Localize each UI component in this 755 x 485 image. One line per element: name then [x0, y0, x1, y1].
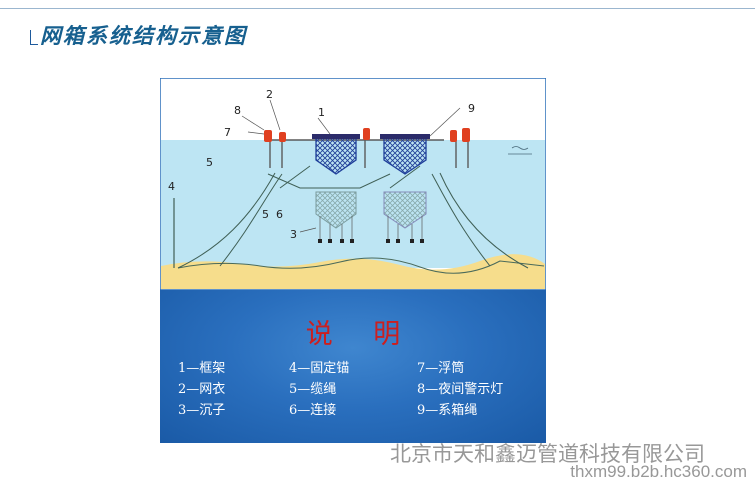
legend-item-anchor: 4—固定锚 — [289, 361, 350, 376]
legend-item-frame: 1—框架 — [178, 361, 226, 376]
seabed-sand — [161, 254, 545, 289]
callout-3-2: 3 — [290, 228, 297, 241]
callout-6-6: 6 — [276, 208, 283, 221]
watermark-url: thxm99.b2b.hc360.com — [570, 462, 747, 481]
callout-5-5: 5 — [262, 208, 269, 221]
top-divider — [0, 8, 755, 9]
legend-item-night-light: 8—夜间警示灯 — [417, 382, 504, 397]
seabed-line — [177, 257, 545, 274]
watermark-company: 北京市天和鑫迈管道科技有限公司 — [390, 443, 705, 466]
callout-5-4: 5 — [206, 156, 213, 169]
callout-9-9: 9 — [468, 102, 475, 115]
callout-1-0: 1 — [318, 106, 325, 119]
legend-title: 说 明 — [305, 319, 417, 350]
callout-7-7: 7 — [224, 126, 231, 139]
legend-item-connection: 6—连接 — [289, 403, 337, 418]
title-corner-mark — [30, 30, 38, 45]
net-cage-lower — [315, 191, 427, 240]
page-title: 网箱系统结构示意图 — [40, 23, 247, 48]
legend-item-cage-rope: 9—系箱绳 — [417, 403, 478, 418]
net-cage-upper — [312, 134, 430, 175]
floats — [264, 128, 470, 142]
sinkers — [318, 239, 424, 243]
legend-item-rope: 5—缆绳 — [289, 382, 337, 397]
callout-2-1: 2 — [266, 88, 273, 101]
legend-item-float: 7—浮筒 — [417, 361, 465, 376]
legend-item-sinker: 3—沉子 — [178, 403, 226, 418]
mooring-ropes — [177, 165, 529, 269]
water-surface-mark — [508, 146, 532, 155]
callout-8-8: 8 — [234, 104, 241, 117]
legend-panel: 说 明 1—框架 2—网衣 3—沉子 4—固定锚 5—缆绳 6—连接 7—浮筒 … — [160, 290, 546, 443]
callout-4-3: 4 — [168, 180, 175, 193]
leader-lines — [241, 99, 461, 233]
legend-item-net: 2—网衣 — [178, 382, 226, 397]
